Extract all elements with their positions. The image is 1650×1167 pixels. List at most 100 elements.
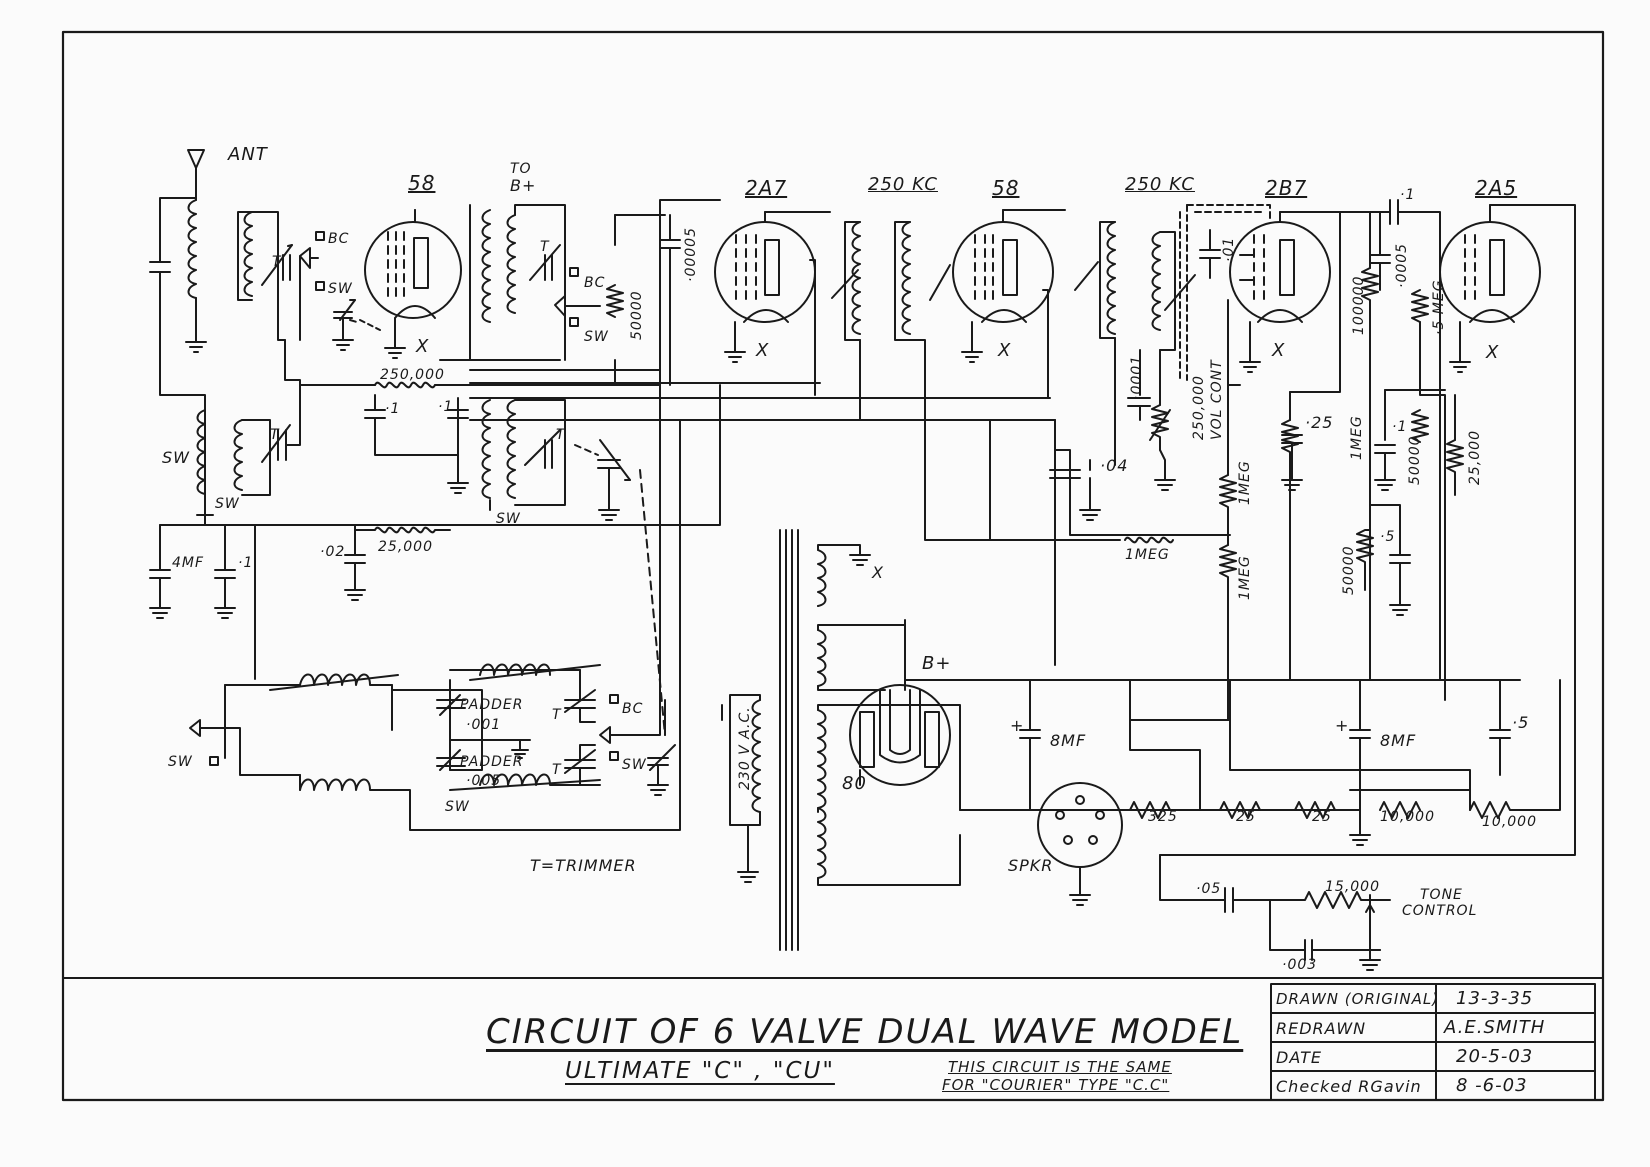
- title-block-row-date-label: DATE: [1276, 1048, 1322, 1067]
- rectifier-label: 80: [842, 773, 867, 794]
- sw-label-4: SW: [215, 496, 240, 512]
- drawing-note-line1: THIS CIRCUIT IS THE SAME: [948, 1058, 1172, 1076]
- oscillator-coil-sw: [481, 399, 566, 511]
- r25000a-label: 25,000: [378, 539, 433, 555]
- r5meg-label: ·5 MEG: [1431, 279, 1447, 335]
- title-block-row-redrawn-value: A.E.SMITH: [1444, 1017, 1546, 1038]
- t-label-4: T: [556, 427, 566, 443]
- filter-network: [959, 679, 1561, 971]
- sw-label-2: SW: [584, 329, 609, 345]
- bc-label-3: BC: [622, 701, 644, 717]
- valve-2a5: [1159, 204, 1576, 856]
- t-label-6: T: [552, 762, 562, 778]
- t-label-5: T: [552, 707, 562, 723]
- bus-wires: [149, 199, 1056, 680]
- r100000-label: 100000: [1351, 275, 1367, 335]
- r50000c-label: 50000: [1341, 545, 1357, 595]
- sw-label-8: SW: [445, 799, 470, 815]
- drawing-note-line2: FOR "COURIER" TYPE "C.C": [942, 1076, 1170, 1094]
- plus-b: +: [1335, 716, 1350, 735]
- c5b-label: ·5: [1512, 713, 1530, 732]
- tone-label-1: TONE: [1420, 887, 1463, 903]
- padder-value-2: ·005: [466, 773, 502, 789]
- c0005-label: ·0005: [1394, 242, 1410, 288]
- trimmer-label: T=TRIMMER: [530, 856, 637, 875]
- antenna-label: ANT: [228, 144, 268, 165]
- c1a-label: ·1: [385, 401, 401, 417]
- valve-2a7: [714, 211, 831, 396]
- to-b-plus-label-1: TO: [510, 161, 532, 177]
- c5a-label: ·5: [1380, 529, 1396, 545]
- r325-label: 325: [1148, 809, 1178, 825]
- title-block-grid: [1270, 983, 1596, 1101]
- antenna-bypass-wire: [149, 197, 206, 411]
- sw-label-5: SW: [496, 511, 521, 527]
- band-switch-2: [209, 756, 219, 766]
- valve-label-58-if: 58: [992, 176, 1020, 200]
- c02-label: ·02: [320, 544, 346, 560]
- valve-label-2b7: 2B7: [1265, 176, 1308, 200]
- detector-network: [924, 211, 1341, 721]
- vol-cont-label-2: VOL CONT: [1209, 359, 1225, 440]
- r1meg-label-a: 1MEG: [1237, 460, 1253, 505]
- r250000-label: 250,000: [380, 367, 445, 383]
- x-label-6: X: [872, 563, 884, 582]
- ac230-label: 230 V A.C.: [737, 706, 753, 790]
- title-block-row-checked-value: 8 -6-03: [1456, 1075, 1528, 1096]
- gang-tuning-capacitor: [349, 319, 666, 736]
- sw-antenna-coil: [196, 399, 301, 516]
- sw-label-3: SW: [162, 448, 190, 467]
- rf-input-coil-bc: [237, 211, 293, 341]
- c01-label: ·01: [1221, 236, 1237, 262]
- sw-label-6: SW: [622, 757, 647, 773]
- x-label-1: X: [416, 336, 430, 357]
- b-plus-label: B+: [922, 653, 952, 674]
- c04-label: ·04: [1100, 456, 1129, 475]
- valve-label-2a7: 2A7: [745, 176, 788, 200]
- power-transformer: [721, 529, 986, 951]
- valve-80-rectifier: [849, 619, 1521, 786]
- padder-label-1: PADDER: [460, 697, 524, 713]
- to-b-plus-label-2: B+: [510, 176, 537, 195]
- r50000b-label: 50000: [1407, 435, 1423, 485]
- r10000b-label: 10,000: [1482, 814, 1537, 830]
- drawing-title: CIRCUIT OF 6 VALVE DUAL WAVE MODEL: [486, 1012, 1244, 1052]
- r15000-label: 15,000: [1325, 879, 1380, 895]
- title-block-row-drawn-label: DRAWN (ORIGINAL): [1276, 990, 1440, 1008]
- spkr-label: SPKR: [1008, 856, 1054, 875]
- c1d-label: ·1: [1400, 187, 1416, 203]
- shield-box: [1179, 204, 1271, 381]
- antenna-coil: [185, 199, 207, 353]
- grid-leak-network-2a7: [606, 214, 681, 386]
- c0001-label: ·0001: [1129, 354, 1145, 400]
- title-block-row-date-value: 20-5-03: [1456, 1046, 1534, 1067]
- antenna-symbol: [187, 149, 205, 201]
- r10000a-label: 10,000: [1380, 809, 1435, 825]
- valve-2b7: [1227, 211, 1351, 386]
- valve-58-rf: [364, 209, 462, 359]
- sw-label-1: SW: [328, 281, 353, 297]
- c1e-label: ·1: [1392, 419, 1408, 435]
- bc-label-1: BC: [328, 231, 350, 247]
- r50000a-label: 50000: [629, 290, 645, 340]
- valve-label-2a5: 2A5: [1475, 176, 1518, 200]
- if-label-1: 250 KC: [868, 174, 938, 195]
- c25-label: ·25: [1305, 413, 1334, 432]
- sw-label-7: SW: [168, 754, 193, 770]
- x-label-2: X: [756, 340, 770, 361]
- output-coupling: [1349, 199, 1464, 701]
- x-label-5: X: [1486, 342, 1500, 363]
- c003-label: ·003: [1282, 957, 1318, 973]
- t-label-1: T: [272, 254, 282, 270]
- c1b-label: ·1: [438, 399, 454, 415]
- r25b-label: 25: [1312, 809, 1332, 825]
- r1meg-label-d: 1MEG: [1349, 415, 1365, 460]
- r25a-label: 25: [1236, 809, 1256, 825]
- r25000b-label: 25,000: [1467, 430, 1483, 485]
- t-label-2: T: [540, 239, 550, 255]
- padder-value-1: ·001: [466, 717, 502, 733]
- tone-label-2: CONTROL: [1402, 903, 1478, 919]
- plus-a: +: [1010, 716, 1025, 735]
- oscillator-coil-bc: [481, 204, 601, 361]
